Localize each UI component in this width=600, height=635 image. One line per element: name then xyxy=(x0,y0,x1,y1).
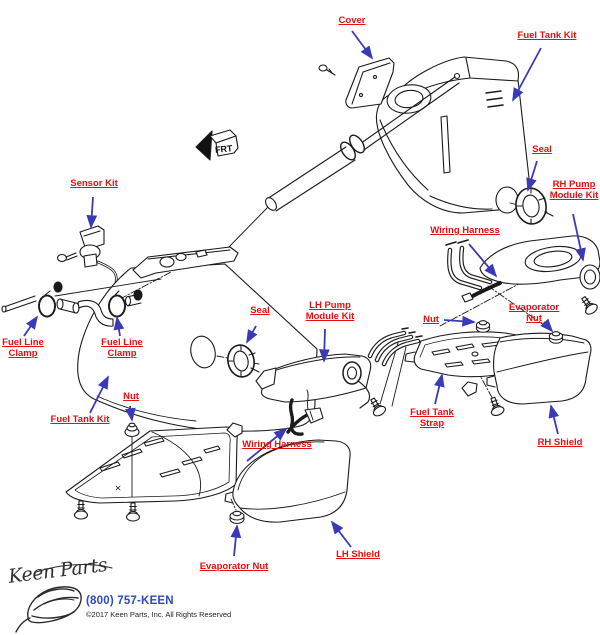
frt-direction-icon: FRT xyxy=(195,129,239,161)
label-sensor-kit[interactable]: Sensor Kit xyxy=(70,178,118,189)
label-cover[interactable]: Cover xyxy=(338,15,366,26)
label-fuel-tank-kit-left[interactable]: Fuel Tank Kit xyxy=(50,414,110,425)
lh-pump-module-part xyxy=(255,327,423,436)
label-seal-mid[interactable]: Seal xyxy=(250,305,270,316)
label-seal-right[interactable]: Seal xyxy=(532,144,552,155)
label-evaporator-nut-right[interactable]: Evaporator Nut xyxy=(508,302,560,324)
keen-parts-car-logo xyxy=(15,564,113,633)
label-fuel-line-clamp-mid[interactable]: Fuel Line Clamp xyxy=(101,337,143,359)
label-lh-shield[interactable]: LH Shield xyxy=(336,549,380,560)
fuel-line-parts xyxy=(1,289,143,327)
label-fuel-line-clamp-left[interactable]: Fuel Line Clamp xyxy=(2,337,44,359)
label-fuel-tank-kit-top[interactable]: Fuel Tank Kit xyxy=(517,30,577,41)
rh-pump-module-part xyxy=(445,235,600,331)
seal-lh-part xyxy=(227,344,260,378)
seal-rh-part xyxy=(515,187,554,225)
label-evaporator-nut-bottom[interactable]: Evaporator Nut xyxy=(199,561,269,572)
label-nut-left[interactable]: Nut xyxy=(123,391,139,402)
label-nut-strap[interactable]: Nut xyxy=(423,314,439,325)
cover-part xyxy=(318,57,395,109)
lh-tank-shield-plate-part xyxy=(65,422,243,522)
label-wiring-harness-right[interactable]: Wiring Harness xyxy=(430,225,500,236)
label-rh-pump-module-kit[interactable]: RH Pump Module Kit xyxy=(549,179,599,201)
leader-arrows xyxy=(23,30,586,557)
label-rh-shield[interactable]: RH Shield xyxy=(537,437,583,448)
label-lh-pump-module-kit[interactable]: LH Pump Module Kit xyxy=(305,300,355,322)
label-fuel-tank-strap[interactable]: Fuel Tank Strap xyxy=(410,407,454,429)
frt-label: FRT xyxy=(214,143,233,155)
lh-shield-part xyxy=(224,389,351,525)
phone-number: (800) 757-KEEN xyxy=(86,595,174,607)
label-wiring-harness-bottom[interactable]: Wiring Harness xyxy=(242,439,312,450)
rh-shield-part xyxy=(486,331,592,405)
filler-tube-part xyxy=(223,72,461,253)
fuel-tank-lh-part xyxy=(54,246,318,432)
fuel-tank-rh-part xyxy=(375,56,548,214)
copyright-text: ©2017 Keen Parts, Inc. All Rights Reserv… xyxy=(86,610,232,619)
